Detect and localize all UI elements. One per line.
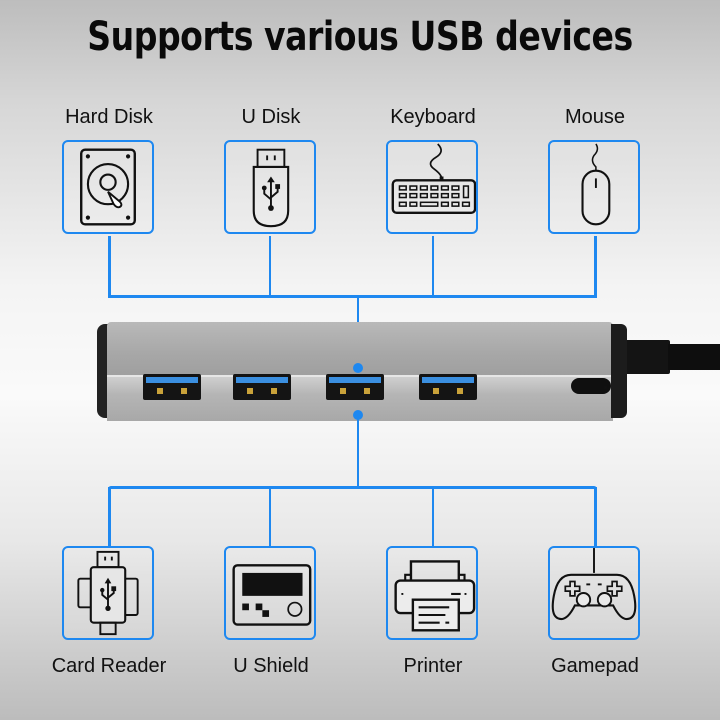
usb-a-port-4 — [419, 374, 477, 400]
connector-gamepad — [594, 487, 597, 547]
keyboard-icon — [391, 143, 476, 215]
connector-dot-top — [353, 363, 363, 373]
u-disk-box — [224, 140, 316, 234]
page-title: Supports various USB devices — [87, 14, 633, 60]
label-card-reader: Card Reader — [51, 655, 167, 677]
gamepad-icon — [551, 548, 637, 621]
connector-bottom-drop — [357, 415, 359, 488]
printer-icon — [394, 560, 476, 632]
hard-disk-icon — [80, 148, 136, 226]
label-keyboard: Keyboard — [390, 106, 476, 128]
usb-c-port — [571, 378, 611, 394]
printer-box — [386, 546, 478, 640]
label-gamepad: Gamepad — [551, 655, 639, 677]
hard-disk-box — [62, 140, 154, 234]
u-shield-icon — [232, 564, 312, 626]
usb-c-cable — [668, 344, 720, 370]
connector-u-shield — [269, 487, 271, 547]
label-hard-disk: Hard Disk — [65, 106, 153, 128]
usb-a-port-2 — [233, 374, 291, 400]
connector-keyboard — [432, 236, 434, 296]
connector-printer — [432, 487, 434, 547]
connector-u-disk — [269, 236, 271, 296]
label-u-shield: U Shield — [233, 655, 309, 677]
label-mouse: Mouse — [564, 106, 626, 128]
label-printer: Printer — [403, 655, 463, 677]
connector-card-reader — [108, 487, 111, 547]
card-reader-icon — [77, 550, 139, 636]
mouse-box — [548, 140, 640, 234]
indicator-led — [604, 386, 607, 389]
label-u-disk: U Disk — [241, 106, 301, 128]
connector-top-bus — [108, 295, 597, 298]
connector-bottom-bus — [108, 486, 597, 489]
hub-end-cap-right — [611, 324, 627, 418]
card-reader-box — [62, 546, 154, 640]
connector-mouse — [594, 236, 597, 298]
u-shield-box — [224, 546, 316, 640]
usb-a-port-1 — [143, 374, 201, 400]
mouse-icon — [581, 143, 611, 226]
usb-a-port-3 — [326, 374, 384, 400]
keyboard-box — [386, 140, 478, 234]
gamepad-box — [548, 546, 640, 640]
connector-hard-disk — [108, 236, 111, 298]
usb-flash-drive-icon — [252, 148, 290, 228]
cable-boot — [624, 340, 670, 374]
